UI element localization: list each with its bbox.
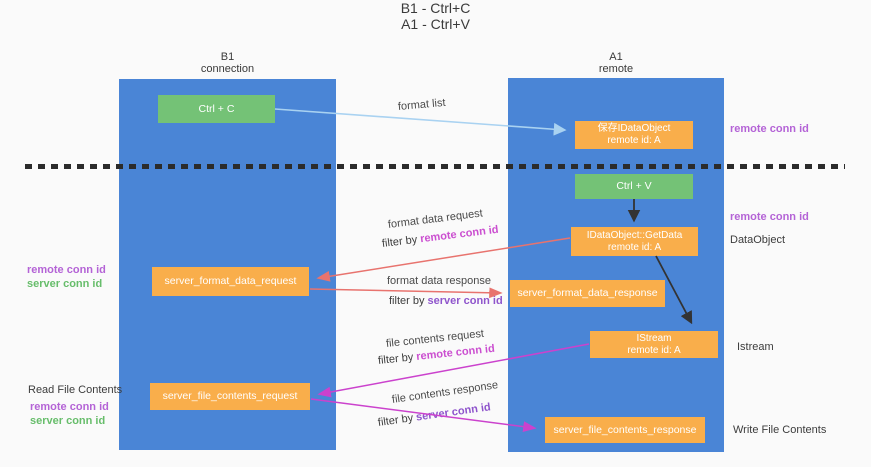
save-idataobject-line2: remote id: A	[607, 135, 661, 146]
server-conn-id-text: server conn id	[427, 295, 503, 307]
save-idataobject-line1: 保存IDataObject	[597, 123, 671, 134]
format-data-response-label: format data response	[387, 275, 491, 287]
idataobject-getdata-box: IDataObject::GetData remote id: A	[571, 227, 698, 256]
remote-conn-id-text: remote conn id	[415, 342, 496, 363]
ctrl-v-box: Ctrl + V	[575, 174, 693, 199]
remote-conn-id-text: remote conn id	[419, 223, 500, 246]
title-line2: A1 - Ctrl+V	[401, 16, 470, 32]
left-column-header: B1 connection	[119, 51, 336, 75]
getdata-line2: remote id: A	[607, 241, 662, 253]
server-file-contents-request-box: server_file_contents_request	[150, 383, 310, 410]
write-file-contents-label: Write File Contents	[733, 424, 827, 436]
filter-by-text: filter by	[377, 351, 417, 367]
filter-by-text: filter by	[381, 233, 421, 250]
server-format-data-response-label: server_format_data_response	[517, 287, 658, 299]
istream-side-label: Istream	[737, 341, 774, 353]
left-column-name: B1	[220, 51, 235, 63]
remote-conn-id-top-right: remote conn id	[730, 123, 809, 135]
server-format-data-response-box: server_format_data_response	[510, 280, 665, 307]
filter-by-server-1: filter by server conn id	[389, 295, 503, 307]
read-file-contents-label: Read File Contents	[28, 384, 123, 396]
server-conn-id-text: server conn id	[415, 401, 492, 424]
format-list-label: format list	[397, 96, 447, 113]
filter-by-text: filter by	[389, 295, 428, 307]
remote-conn-id-mid-right: remote conn id	[730, 211, 809, 223]
getdata-line1: IDataObject::GetData	[586, 229, 683, 241]
server-file-contents-response-label: server_file_contents_response	[553, 423, 697, 436]
right-column-subtitle: remote	[598, 63, 634, 75]
diagram-title: B1 - Ctrl+C A1 - Ctrl+V	[0, 0, 871, 32]
ctrl-c-label: Ctrl + C	[198, 102, 235, 115]
dataobject-label: DataObject	[730, 234, 786, 246]
title-line1: B1 - Ctrl+C	[400, 0, 471, 16]
remote-conn-id-mid-left: remote conn id	[27, 264, 106, 276]
istream-box: IStream remote id: A	[590, 331, 718, 358]
server-conn-id-mid-left: server conn id	[27, 278, 103, 290]
ctrl-v-label: Ctrl + V	[616, 180, 652, 192]
server-format-data-request-label: server_format_data_request	[164, 275, 297, 287]
server-file-contents-request-label: server_file_contents_request	[162, 390, 298, 402]
server-conn-id-bottom-left: server conn id	[30, 415, 106, 427]
right-column-name: A1	[609, 51, 623, 63]
istream-line1: IStream	[636, 332, 672, 344]
remote-conn-id-bottom-left: remote conn id	[30, 401, 109, 413]
save-idataobject-box: 保存IDataObject remote id: A	[575, 121, 693, 149]
copy-paste-divider-dashed-line	[25, 164, 845, 169]
server-file-contents-response-box: server_file_contents_response	[545, 417, 705, 443]
left-column-subtitle: connection	[200, 63, 255, 75]
server-format-data-request-box: server_format_data_request	[152, 267, 309, 296]
filter-by-text: filter by	[377, 411, 417, 429]
right-column-header: A1 remote	[508, 51, 724, 75]
format-data-response-arrow	[309, 287, 503, 299]
istream-line2: remote id: A	[627, 344, 681, 356]
ctrl-c-box: Ctrl + C	[158, 95, 275, 123]
